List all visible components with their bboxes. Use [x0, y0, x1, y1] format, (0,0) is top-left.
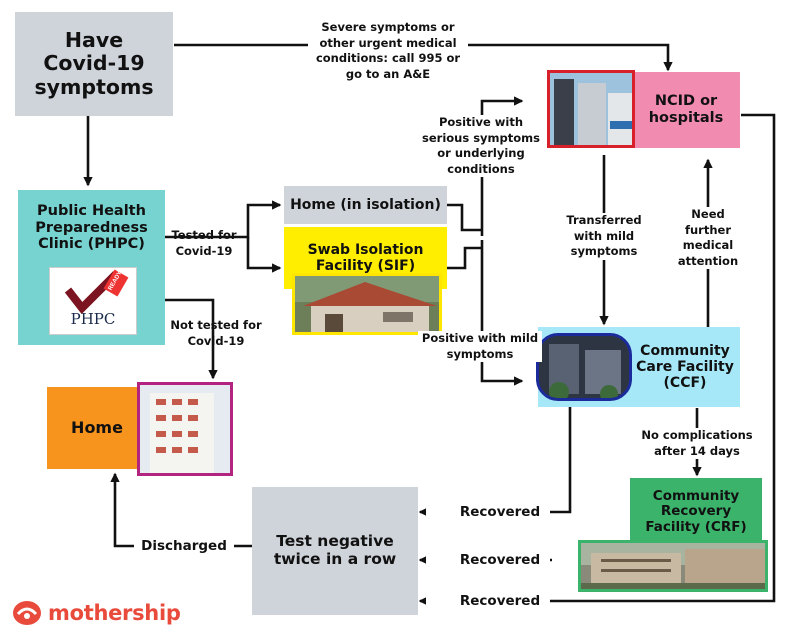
ncid-label: NCID or hospitals: [648, 93, 724, 126]
label-need-further: Need further medical attention: [672, 207, 744, 270]
arrow-isolation-to-ccf: [480, 240, 524, 386]
phpc-logo: READY PHPC: [49, 267, 137, 335]
have-covid-symptoms-node: Have Covid-19 symptoms: [15, 12, 173, 116]
label-bg-recovered-1: [426, 498, 550, 526]
mothership-wordmark: mothership: [48, 601, 181, 625]
label-positive-serious: Positive with serious symptoms or underl…: [422, 115, 540, 178]
label-tested: Tested for Covid-19: [171, 228, 237, 258]
label-severe-symptoms: Severe symptoms or other urgent medical …: [315, 20, 461, 81]
label-transferred: Transferred with mild symptoms: [562, 213, 646, 260]
crf-node: Community Recovery Facility (CRF): [630, 478, 762, 546]
label-bg-discharged: [134, 532, 234, 560]
label-not-tested: Not tested for Covid-19: [170, 318, 262, 348]
label-bg-recovered-2: [426, 546, 550, 574]
arrow-ccf-recovered: [418, 400, 572, 517]
arrow-phpc-to-sif: [246, 237, 282, 273]
phpc-title: Public Health Preparedness Clinic (PHPC): [35, 202, 148, 253]
label-no-complications: No complications after 14 days: [634, 428, 760, 460]
label-recovered-1: Recovered: [459, 504, 541, 520]
label-bg-severe: [308, 18, 468, 92]
mothership-brand: mothership: [12, 597, 202, 629]
arrow-phpc-to-home-isolation: [165, 200, 282, 239]
label-recovered-3: Recovered: [459, 593, 541, 609]
test-negative-node: Test negative twice in a row: [252, 487, 418, 615]
phpc-node: Public Health Preparedness Clinic (PHPC)…: [18, 190, 165, 345]
arrow-phpc-to-home: [165, 298, 218, 380]
home-isolation-node: Home (in isolation): [284, 186, 447, 224]
arrow-isolation-to-ncid: [480, 96, 524, 236]
label-recovered-2: Recovered: [459, 552, 541, 568]
arrow-ncid-recovered: [418, 113, 776, 606]
ccf-building-photo: [536, 333, 632, 401]
label-discharged: Discharged: [141, 538, 227, 554]
house-photo: [292, 273, 442, 335]
phpc-logo-text: PHPC: [70, 310, 116, 328]
ccf-label: Community Care Facility (CCF): [636, 342, 734, 392]
label-bg-recovered-3: [426, 587, 550, 615]
line-sif-out: [447, 246, 482, 270]
label-positive-mild: Positive with mild symptoms: [418, 331, 542, 363]
hospital-photo: [547, 70, 635, 148]
mothership-logo-icon: [13, 601, 41, 625]
home-building-photo: [137, 382, 233, 476]
home-node: Home: [47, 387, 147, 469]
crf-building-photo: [578, 540, 768, 592]
checkmark-icon: [64, 269, 129, 314]
line-home-isolation-out: [447, 203, 482, 232]
